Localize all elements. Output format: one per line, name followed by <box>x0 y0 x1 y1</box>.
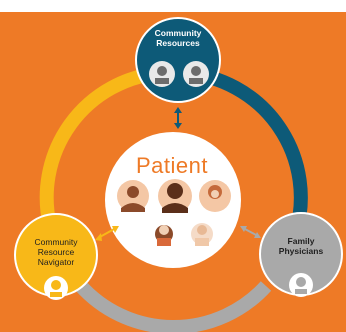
person-male-icon <box>289 273 313 297</box>
person-female-icon <box>44 276 68 300</box>
person-male-icon <box>149 61 175 87</box>
patient-avatar-2 <box>158 179 192 213</box>
arrow-left <box>95 226 119 241</box>
patient-avatar-5 <box>191 223 213 246</box>
patient-avatar-4 <box>155 225 173 246</box>
arrow-right <box>240 226 261 238</box>
arc-left <box>39 66 161 228</box>
patient-avatar-3 <box>199 180 231 212</box>
patient-avatar-1 <box>117 180 149 212</box>
person-male-icon <box>183 61 209 87</box>
center-title: Patient <box>136 153 208 178</box>
label-family-physicians: Family Physicians <box>278 236 324 256</box>
arc-bottom <box>74 280 272 332</box>
label-community-resource-navigator: Community Resource Navigator <box>34 237 78 267</box>
label-community-resources: Community Resources <box>154 28 202 48</box>
arrow-top <box>174 107 182 129</box>
